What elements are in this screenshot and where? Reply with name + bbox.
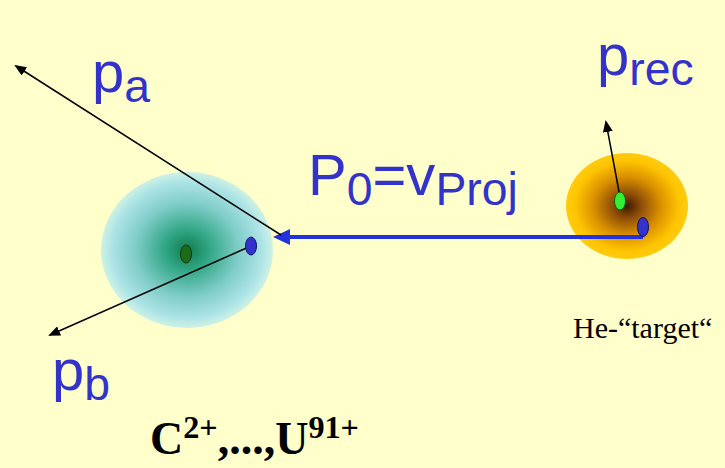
- nucleus-dot: [181, 245, 192, 263]
- transfer-arrow-tail: [565, 235, 643, 239]
- helium-target: [565, 152, 689, 260]
- electron-dot: [638, 218, 649, 237]
- arrow-shaft: [287, 235, 565, 239]
- momentum-label: pa: [92, 43, 150, 101]
- target-atom: He-“target“: [565, 152, 689, 260]
- edge-label: P0=vProj: [308, 146, 518, 204]
- projectile-ion: [100, 172, 273, 329]
- transfer-arrow: [273, 229, 565, 245]
- momentum-label: pb: [52, 341, 110, 399]
- momentum-label: prec: [597, 26, 694, 84]
- script-text: 2+: [183, 409, 217, 445]
- script-text: Proj: [435, 163, 518, 215]
- nucleus-dot: [615, 192, 626, 210]
- momentum-arrow: [50, 246, 251, 335]
- recoil-arrow: [606, 122, 620, 197]
- script-text: b: [84, 358, 110, 410]
- script-text: rec: [629, 43, 693, 95]
- script-text: 0: [347, 163, 373, 215]
- script-text: a: [124, 60, 150, 112]
- electron-cloud: [101, 172, 273, 328]
- script-text: 91+: [308, 409, 359, 445]
- target-label: He-“target“: [573, 313, 712, 343]
- projectile-ion: C2+,...,U91+: [100, 172, 273, 329]
- electron-dot: [246, 237, 257, 255]
- ion-range-label: C2+,...,U91+: [150, 416, 359, 462]
- electron-cloud: [566, 153, 688, 259]
